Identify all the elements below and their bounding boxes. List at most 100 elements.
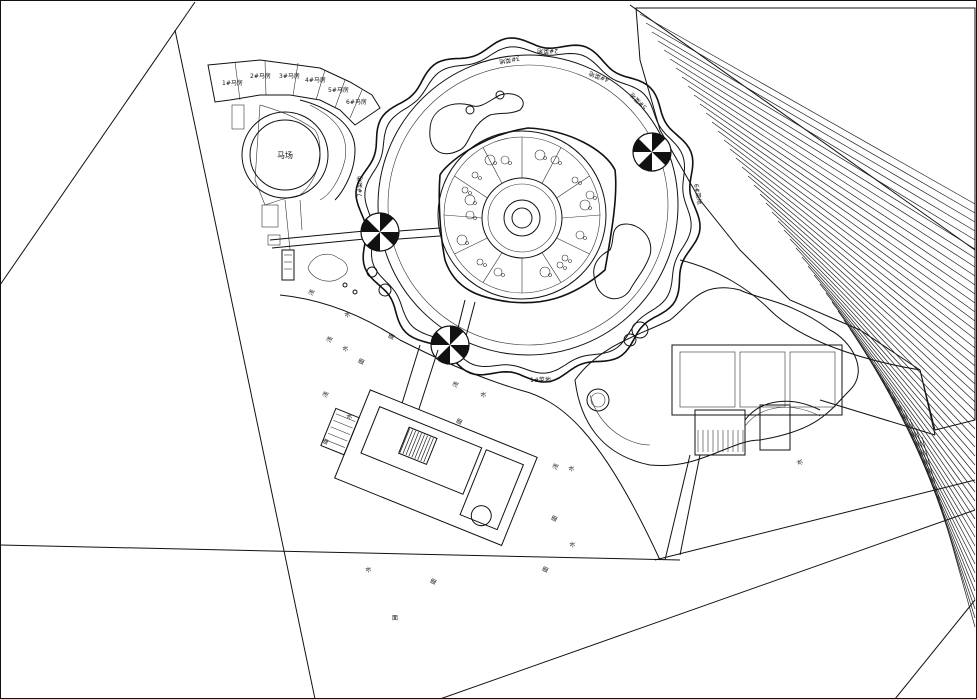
hatch-line xyxy=(705,112,976,304)
roof-hatch-line xyxy=(405,430,416,456)
hatch-line xyxy=(873,364,976,556)
water-marker: 面 xyxy=(392,615,398,622)
radial-divider xyxy=(561,214,601,219)
chair xyxy=(578,181,582,185)
water-marker: 浅 xyxy=(307,288,317,297)
water-marker: 浅 xyxy=(321,390,331,399)
round-planter xyxy=(586,388,610,412)
chair xyxy=(468,191,472,195)
table-set xyxy=(571,176,579,184)
pavilion-outer-ring xyxy=(437,130,607,300)
hatch-line xyxy=(663,49,976,241)
shallow-water-markers: 浅水面浅水面浅水面浅水面浅水面水面水面面 xyxy=(307,288,578,622)
water-marker: 水 xyxy=(343,310,353,319)
chair xyxy=(501,273,505,277)
hatch-line xyxy=(807,265,976,457)
roof-hatch-line xyxy=(423,437,434,463)
hatch-line xyxy=(837,310,976,502)
boardwalk-right xyxy=(417,349,439,413)
garden-blob xyxy=(574,287,859,467)
chair xyxy=(473,216,477,220)
vegetable-field-3-label: 3#菜地 xyxy=(499,54,521,66)
stable-room-2-label: 2#马房 xyxy=(250,72,271,80)
roof-hatch-line xyxy=(420,436,431,462)
pavilion-inner-ring xyxy=(481,177,563,259)
roof-hatch-line xyxy=(417,435,428,460)
water-marker: 浅 xyxy=(551,462,561,471)
radial-divider xyxy=(556,237,590,255)
table-set xyxy=(464,194,476,206)
hatch-line xyxy=(723,139,976,331)
boardwalk-left xyxy=(399,344,421,411)
water-marker: 水 xyxy=(364,565,374,574)
riding-ring-inner xyxy=(249,119,321,191)
table-set xyxy=(561,254,569,262)
small-pond xyxy=(307,253,348,282)
table-set xyxy=(461,186,469,194)
chair xyxy=(508,161,512,165)
roof-hatch-line xyxy=(414,434,425,459)
chair xyxy=(563,266,567,270)
water-marker: 面 xyxy=(550,514,559,522)
table-set xyxy=(476,258,484,266)
right-building-cluster xyxy=(671,344,843,456)
table-set xyxy=(539,266,551,278)
table-set xyxy=(465,210,475,220)
table-set xyxy=(585,190,595,200)
umbrella-tree xyxy=(632,132,672,172)
hatch-line xyxy=(789,238,976,430)
tree-dot xyxy=(342,282,348,288)
hatch-line xyxy=(681,76,976,268)
chair xyxy=(483,263,487,267)
water-marker: 面 xyxy=(455,417,464,425)
tree-dot xyxy=(631,321,649,339)
water-marker: 浅 xyxy=(325,335,335,344)
chair xyxy=(593,196,597,200)
chair xyxy=(568,259,572,263)
hatch-line xyxy=(687,85,976,277)
table-set xyxy=(550,155,560,165)
water-marker: 水 xyxy=(568,540,578,549)
radial-divider xyxy=(541,252,562,283)
hatch-line xyxy=(753,184,976,376)
water-marker: 面 xyxy=(541,565,550,573)
table-set xyxy=(484,154,496,166)
circular-garden: 1#菜地 2#菜地 3#菜地 4#菜地 5#菜地 6#菜地 7#菜地 xyxy=(355,37,704,384)
chair xyxy=(473,201,477,205)
water-marker: 水 xyxy=(341,344,351,353)
hatch-line xyxy=(735,157,976,349)
hatch-line xyxy=(639,13,976,205)
radial-divider xyxy=(482,252,503,283)
table-set xyxy=(471,171,479,179)
hatch-line xyxy=(675,67,976,259)
radial-divider xyxy=(454,175,488,199)
riding-ring-label: 马场 xyxy=(277,151,293,160)
stable-room-6-label: 6#马房 xyxy=(346,98,367,106)
water-marker: 浅 xyxy=(451,380,461,389)
water-marker: 面 xyxy=(357,357,366,365)
hatch-line xyxy=(819,283,976,475)
hatch-line xyxy=(765,202,976,394)
hatch-line xyxy=(657,40,976,232)
hatch-line xyxy=(669,58,976,250)
hatched-slope-area xyxy=(635,7,976,628)
hatch-line xyxy=(741,166,976,358)
water-marker: 面 xyxy=(387,332,396,340)
chair xyxy=(465,241,469,245)
hatch-line xyxy=(777,220,976,412)
hatch-line xyxy=(915,427,976,619)
hatch-line xyxy=(831,301,976,493)
stable-room-5-label: 5#马房 xyxy=(328,86,349,94)
water-marker: 面 xyxy=(321,437,330,445)
loop-path-north xyxy=(429,93,524,155)
table-set xyxy=(456,234,468,246)
vegetable-field-2-label: 2#菜地 xyxy=(537,47,558,55)
tree-dot xyxy=(378,283,392,297)
hatch-line xyxy=(771,211,976,403)
garden-blob-inner xyxy=(589,394,651,446)
roof-hatch-line xyxy=(408,431,419,457)
hatch-line xyxy=(651,31,976,223)
